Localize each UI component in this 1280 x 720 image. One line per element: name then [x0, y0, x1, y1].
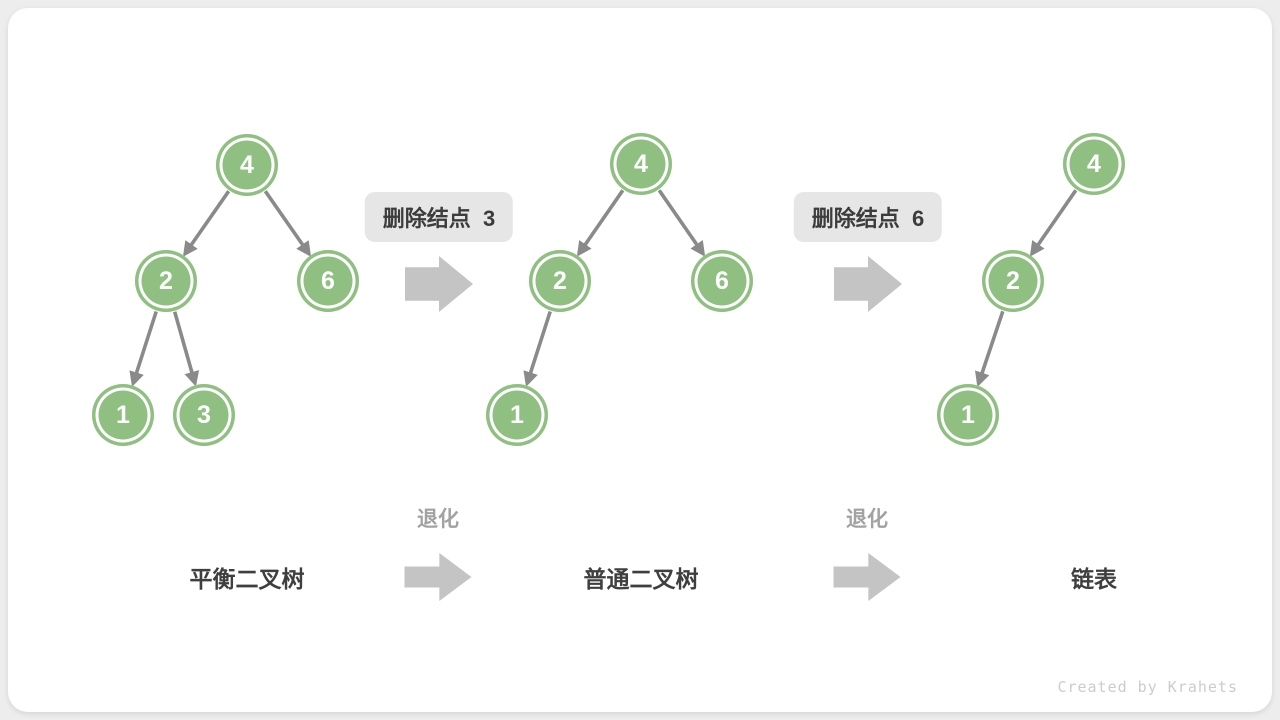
diagram-card	[8, 8, 1272, 712]
